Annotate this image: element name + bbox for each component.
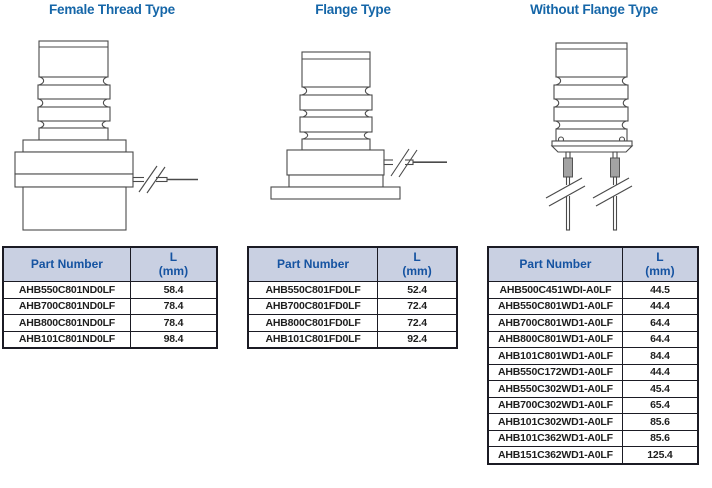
flange-part-table: Part Number L (mm) AHB550C801FD0LF 52.4 … — [247, 246, 458, 349]
part-number-cell: AHB700C801ND0LF — [2, 297, 131, 315]
without-flange-part-table: Part Number L (mm) AHB500C451WDI-A0LF 44… — [487, 246, 699, 465]
table-header-row: Part Number L (mm) — [487, 246, 699, 282]
part-number-cell: AHB550C801WD1-A0LF — [487, 297, 623, 315]
table-row: AHB101C801ND0LF 98.4 — [2, 330, 218, 349]
length-header: L (mm) — [377, 246, 458, 282]
length-header-symbol: L — [413, 250, 421, 265]
section-title-without-flange: Without Flange Type — [530, 2, 658, 17]
female-thread-part-table: Part Number L (mm) AHB550C801ND0LF 58.4 … — [2, 246, 218, 349]
length-cell: 65.4 — [621, 396, 699, 414]
table-row: AHB700C801ND0LF 78.4 — [2, 297, 218, 315]
flange-type-drawing — [270, 51, 447, 200]
length-header-symbol: L — [169, 250, 178, 265]
part-number-cell: AHB700C801FD0LF — [247, 297, 379, 315]
table-header-row: Part Number L (mm) — [247, 246, 458, 282]
length-header-unit: (mm) — [402, 263, 432, 278]
part-number-cell: AHB101C801FD0LF — [247, 330, 379, 349]
length-cell: 85.6 — [621, 413, 699, 431]
part-number-cell: AHB101C302WD1-A0LF — [487, 413, 623, 431]
part-number-cell: AHB550C172WD1-A0LF — [487, 363, 623, 381]
part-number-cell: AHB101C801WD1-A0LF — [487, 347, 623, 365]
part-number-cell: AHB800C801ND0LF — [2, 314, 131, 332]
table-row: AHB800C801WD1-A0LF 64.4 — [487, 330, 699, 348]
length-header-unit: (mm) — [645, 263, 675, 278]
length-header: L (mm) — [129, 246, 218, 282]
table-row: AHB550C172WD1-A0LF 44.4 — [487, 363, 699, 381]
part-number-cell: AHB550C801FD0LF — [247, 281, 379, 299]
female-thread-type-drawing — [14, 40, 198, 231]
part-number-cell: AHB700C302WD1-A0LF — [487, 396, 623, 414]
table-row: AHB151C362WD1-A0LF 125.4 — [487, 446, 699, 464]
length-cell: 44.4 — [621, 363, 699, 381]
table-row: AHB700C801WD1-A0LF 64.4 — [487, 314, 699, 332]
table-row: AHB101C801WD1-A0LF 84.4 — [487, 347, 699, 365]
part-number-header: Part Number — [247, 246, 379, 282]
table-row: AHB700C801FD0LF 72.4 — [247, 297, 458, 315]
length-cell: 44.4 — [621, 297, 699, 315]
part-number-cell: AHB101C801ND0LF — [2, 330, 131, 349]
length-header: L (mm) — [621, 246, 699, 282]
part-number-cell: AHB151C362WD1-A0LF — [487, 446, 623, 464]
lead-wires-with-breaks — [545, 151, 633, 231]
part-number-cell: AHB550C302WD1-A0LF — [487, 380, 623, 398]
length-header-unit: (mm) — [158, 263, 189, 278]
table-row: AHB500C451WDI-A0LF 44.5 — [487, 281, 699, 299]
length-cell: 58.4 — [129, 281, 218, 299]
length-cell: 92.4 — [377, 330, 458, 349]
length-cell: 44.5 — [621, 281, 699, 299]
part-number-cell: AHB101C362WD1-A0LF — [487, 429, 623, 447]
table-row: AHB101C302WD1-A0LF 85.6 — [487, 413, 699, 431]
table-row: AHB550C801FD0LF 52.4 — [247, 281, 458, 299]
length-cell: 78.4 — [129, 314, 218, 332]
length-cell: 78.4 — [129, 297, 218, 315]
without-flange-type-drawing — [545, 42, 634, 231]
length-cell: 64.4 — [621, 330, 699, 348]
table-header-row: Part Number L (mm) — [2, 246, 218, 282]
part-number-cell: AHB800C801FD0LF — [247, 314, 379, 332]
length-cell: 98.4 — [129, 330, 218, 349]
table-row: AHB550C801WD1-A0LF 44.4 — [487, 297, 699, 315]
part-number-header: Part Number — [2, 246, 131, 282]
table-row: AHB700C302WD1-A0LF 65.4 — [487, 396, 699, 414]
length-cell: 125.4 — [621, 446, 699, 464]
part-number-cell: AHB700C801WD1-A0LF — [487, 314, 623, 332]
length-cell: 72.4 — [377, 297, 458, 315]
table-row: AHB101C362WD1-A0LF 85.6 — [487, 429, 699, 447]
section-title-female-thread: Female Thread Type — [49, 2, 175, 17]
table-row: AHB550C801ND0LF 58.4 — [2, 281, 218, 299]
length-header-symbol: L — [656, 250, 664, 265]
section-title-flange: Flange Type — [315, 2, 391, 17]
length-cell: 72.4 — [377, 314, 458, 332]
part-number-cell: AHB500C451WDI-A0LF — [487, 281, 623, 299]
table-row: AHB800C801ND0LF 78.4 — [2, 314, 218, 332]
length-cell: 45.4 — [621, 380, 699, 398]
table-row: AHB800C801FD0LF 72.4 — [247, 314, 458, 332]
table-row: AHB101C801FD0LF 92.4 — [247, 330, 458, 349]
table-row: AHB550C302WD1-A0LF 45.4 — [487, 380, 699, 398]
lead-wire-with-break — [383, 148, 447, 178]
length-cell: 52.4 — [377, 281, 458, 299]
part-number-cell: AHB800C801WD1-A0LF — [487, 330, 623, 348]
length-cell: 64.4 — [621, 314, 699, 332]
length-cell: 84.4 — [621, 347, 699, 365]
length-cell: 85.6 — [621, 429, 699, 447]
part-number-cell: AHB550C801ND0LF — [2, 281, 131, 299]
lead-wire-with-break — [132, 165, 198, 194]
part-number-header: Part Number — [487, 246, 623, 282]
